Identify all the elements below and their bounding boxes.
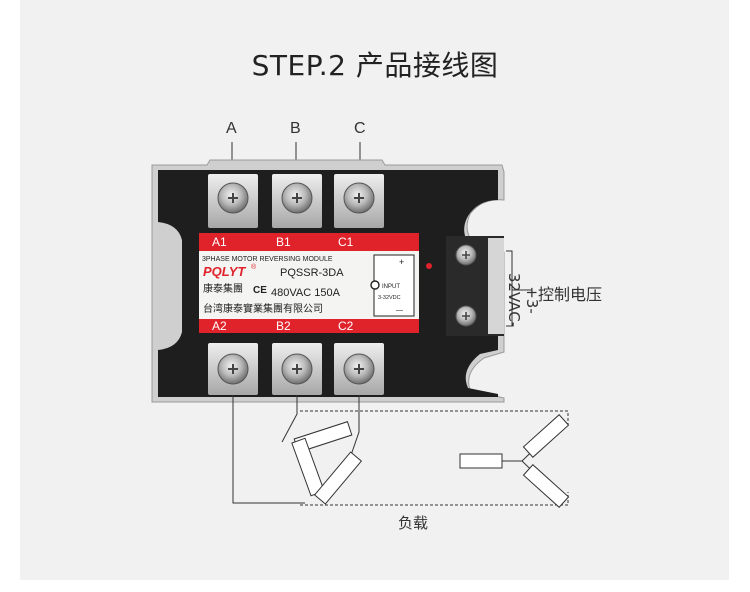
rating: 480VAC 150A (271, 287, 341, 299)
load-resistor-star-2 (522, 414, 570, 458)
input-range: 3-32VDC (378, 295, 401, 301)
control-bracket (506, 250, 513, 327)
load-label: 负载 (398, 514, 429, 532)
control-voltage-range: +3-32VAC- (505, 272, 541, 328)
load-dashed-bottom (300, 492, 569, 506)
control-terminal-side (488, 238, 504, 334)
brand-registered-mark: ® (251, 263, 257, 271)
load-resistor-delta-3 (313, 451, 363, 505)
model-number: PQSSR-3DA (280, 267, 344, 279)
product-label: A1 B1 C1 A2 B2 C2 3PHASE MOTOR REVERSING… (199, 233, 419, 333)
terminal-label-a1: A1 (212, 235, 227, 249)
ce-mark: CE (253, 285, 267, 296)
terminal-label-b1: B1 (276, 235, 291, 249)
load-resistor-star-1 (459, 453, 503, 469)
input-indicator-icon (370, 280, 380, 290)
wire-c2 (349, 395, 360, 459)
terminal-label-c2: C2 (338, 319, 354, 333)
module-type-line: 3PHASE MOTOR REVERSING MODULE (202, 256, 333, 263)
load-resistor-star-3 (522, 464, 570, 508)
input-minus: — (396, 307, 403, 314)
page-title: STEP.2 产品接线图 (251, 49, 499, 82)
chinese-brand: 康泰集團 (203, 282, 243, 295)
load-dashed-top (300, 410, 569, 425)
label-bottom-strip (199, 319, 419, 333)
wire-b2 (281, 395, 298, 443)
input-plus: + (399, 257, 404, 267)
control-voltage-label: 控制电压 (538, 285, 603, 304)
label-top-strip (199, 233, 419, 251)
company-name: 台湾康泰實業集團有限公司 (203, 302, 323, 315)
phase-label-a: A (226, 120, 237, 137)
brand-name: PQLYT (203, 264, 246, 279)
status-led (426, 263, 432, 269)
load-star (459, 414, 570, 508)
load-delta (291, 421, 363, 505)
input-label: INPUT (382, 284, 400, 290)
phase-label-c: C (354, 120, 366, 137)
phase-label-b: B (290, 120, 301, 137)
terminal-label-a2: A2 (212, 319, 227, 333)
terminal-label-b2: B2 (276, 319, 291, 333)
wire-a2 (232, 395, 305, 504)
load-resistor-delta-2 (291, 437, 325, 497)
terminal-label-c1: C1 (338, 235, 354, 249)
